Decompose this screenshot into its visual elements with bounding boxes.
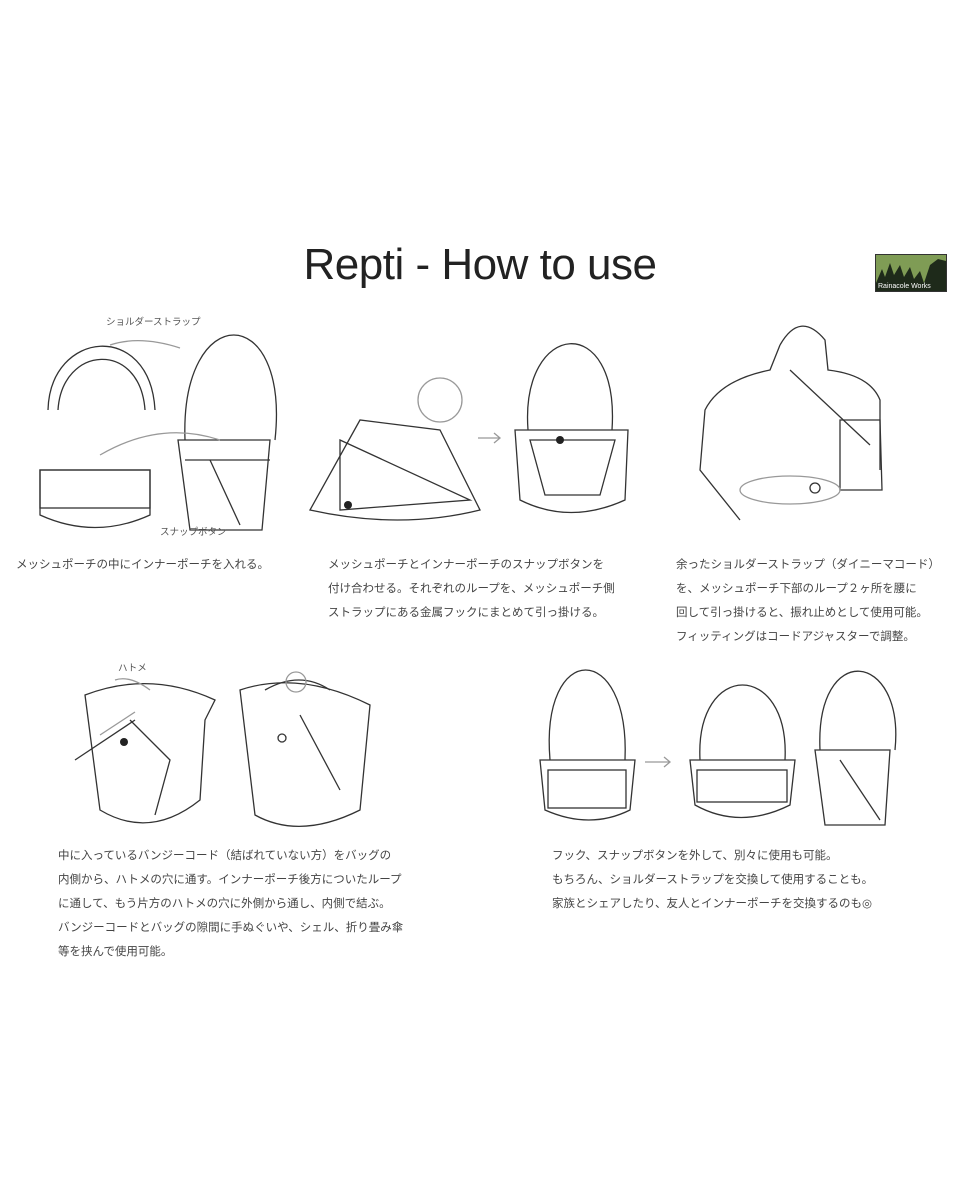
page-title: Repti - How to use bbox=[303, 240, 657, 289]
brand-logo: Rainacole Works bbox=[875, 254, 947, 292]
logo-text: Rainacole Works bbox=[878, 283, 931, 290]
step2-caption: メッシュポーチとインナーポーチのスナップボタンを付け合わせる。それぞれのループを… bbox=[328, 557, 615, 619]
step4-caption: 中に入っているバンジーコード（結ばれていない方）をバッグの内側から、ハトメの穴に… bbox=[58, 848, 404, 958]
illustration-step4 bbox=[74, 671, 371, 828]
label-grommet: ハトメ bbox=[118, 663, 147, 674]
step5-caption: フック、スナップボタンを外して、別々に使用も可能。もちろん、ショルダーストラップ… bbox=[552, 848, 874, 910]
illustration-step1 bbox=[39, 334, 277, 531]
illustration-step3 bbox=[699, 325, 883, 521]
label-snap-button: スナップボタン bbox=[160, 527, 227, 538]
illustration-step2 bbox=[309, 343, 629, 521]
step3-caption: 余ったショルダーストラップ（ダイニーマコード）を、メッシュポーチ下部のループ２ヶ… bbox=[676, 557, 940, 643]
illustration-step5 bbox=[539, 669, 897, 826]
forest-logo-icon bbox=[876, 259, 946, 291]
label-shoulder-strap: ショルダーストラップ bbox=[106, 317, 201, 328]
step1-caption: メッシュポーチの中にインナーポーチを入れる。 bbox=[16, 557, 269, 571]
